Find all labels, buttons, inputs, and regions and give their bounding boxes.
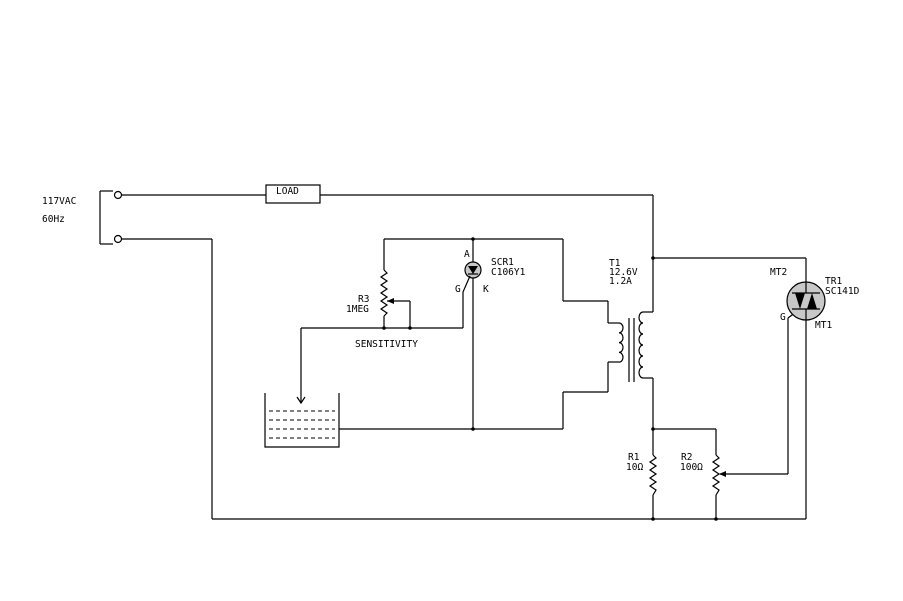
r2-potentiometer: R2 100Ω [680,452,726,496]
source-voltage-label: 117VAC [42,196,76,207]
r2-value-label: 100Ω [680,462,703,473]
r3-function-label: SENSITIVITY [355,339,418,350]
junction-dots [382,237,718,521]
scr-part-label: C106Y1 [491,267,526,278]
probe [296,328,306,405]
triac-mt1-label: MT1 [815,320,832,331]
line-wire [122,194,654,312]
scr-gate-label: G [455,284,461,295]
load: LOAD [265,184,321,204]
triac-part-label: SC141D [825,286,860,297]
r3-ref-label: R3 [358,294,369,305]
r2-ref-label: R2 [681,452,692,463]
r1-value-label: 10Ω [626,462,643,473]
triac-ref-label: TR1 [825,276,842,287]
scr1: A G K SCR1 C106Y1 [455,249,526,328]
source-frequency-label: 60Hz [42,214,65,225]
triac-tr1: MT2 MT1 G TR1 SC141D [770,267,860,331]
r1-resistor: R1 10Ω [626,452,658,496]
scr-anode-label: A [464,249,470,260]
r3-potentiometer: R3 1MEG SENSITIVITY [301,269,463,350]
r1-ref-label: R1 [628,452,640,463]
scr-cathode-label: K [483,284,489,295]
triac-mt2-label: MT2 [770,267,787,278]
line-terminal [113,190,123,200]
neutral-wire [122,238,806,520]
secondary-wires [652,257,807,519]
load-label: LOAD [276,186,299,197]
scr-ref-label: SCR1 [491,257,514,268]
water-tank [264,393,340,448]
r3-value-label: 1MEG [346,304,369,315]
transformer-current-label: 1.2A [609,276,632,287]
transformer-ref-label: T1 [609,258,621,269]
ac-source: 117VAC 60Hz [42,190,123,245]
transformer-voltage-label: 12.6V [609,267,638,278]
triac-gate-label: G [780,312,786,323]
neutral-terminal [113,234,123,244]
transformer-t1: T1 12.6V 1.2A [608,258,653,382]
